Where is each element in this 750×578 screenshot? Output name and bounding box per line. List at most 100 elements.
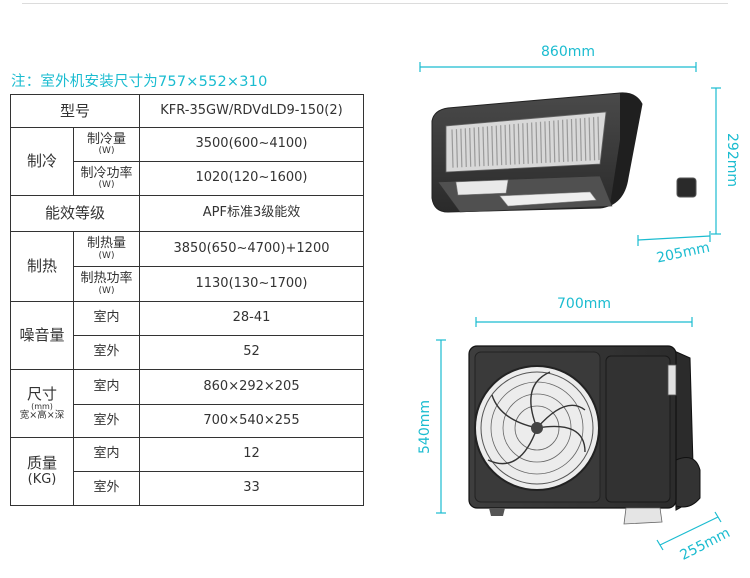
cooling-power-unit: (W) [98, 180, 115, 191]
outdoor-depth-label: 255mm [677, 525, 732, 564]
grille-slat [495, 125, 498, 166]
size-indoor-value: 860×292×205 [139, 369, 364, 405]
cooling-capacity-value: 3500(600~4100) [139, 127, 364, 162]
row-noise-outdoor: 室外 52 [11, 335, 364, 370]
grille-slat [508, 124, 512, 165]
size-label: 尺寸 [26, 384, 57, 403]
row-noise-indoor: 噪音量 室内 28-41 [10, 301, 364, 370]
grille-slat [482, 126, 485, 167]
outdoor-height-dimension: 540mm [417, 339, 446, 514]
model-value: KFR-35GW/RDVdLD9-150(2) [139, 94, 364, 128]
indoor-height-label: 292mm [724, 133, 740, 187]
row-cooling-power: 制冷功率 (W) 1020(120~1600) [11, 161, 364, 196]
row-model: 型号 KFR-35GW/RDVdLD9-150(2) [10, 94, 364, 128]
cooling-capacity-unit: (W) [98, 146, 115, 157]
weight-indoor-label: 室内 [73, 437, 140, 472]
grille-slat [588, 117, 591, 161]
heating-capacity-unit: (W) [98, 250, 115, 261]
weight-outdoor-label: 室外 [73, 471, 140, 506]
heating-capacity-value: 3850(650~4700)+1200 [139, 231, 364, 267]
cooling-capacity-label: 制冷量 [86, 131, 126, 147]
grille-slat [473, 127, 476, 167]
heating-label: 制热 [10, 231, 74, 302]
spec-table: 型号 KFR-35GW/RDVdLD9-150(2) 制冷 制冷量 (W) 35… [10, 94, 364, 506]
row-size-outdoor: 室外 700×540×255 [11, 404, 364, 438]
indoor-depth-dimension: 205mm [637, 231, 711, 267]
grille-slat [455, 129, 459, 168]
grille-slat [553, 120, 556, 163]
heating-capacity-label: 制热量 [86, 236, 126, 252]
cooling-capacity-cell: 制冷量 (W) [73, 127, 140, 162]
row-efficiency: 能效等级 APF标准3级能效 [10, 195, 364, 232]
grille-slat [517, 123, 520, 165]
grille-slat [557, 120, 560, 163]
grille-slat [584, 117, 587, 161]
grille-slat [451, 129, 454, 168]
row-heating-capacity: 制热 制热量 (W) 3850(650~4700)+1200 [10, 231, 364, 302]
efficiency-value: APF标准3级能效 [139, 195, 364, 232]
grille-slat [477, 127, 481, 167]
row-size-indoor: 尺寸 (mm) 宽×高×深 室内 860×292×205 [10, 369, 364, 438]
indoor-width-label: 860mm [541, 44, 595, 60]
noise-label: 噪音量 [10, 301, 74, 370]
outdoor-unit-illustration [468, 345, 701, 525]
size-outdoor-value: 700×540×255 [139, 404, 364, 438]
grille-slat [469, 127, 472, 167]
weight-unit: (KG) [27, 471, 57, 487]
grille-slat [579, 118, 582, 162]
grille-slat [562, 119, 565, 162]
size-sub: 宽×高×深 [19, 409, 65, 421]
grille-slat [464, 128, 467, 168]
grille-slat [460, 128, 463, 168]
noise-outdoor-label: 室外 [73, 335, 140, 370]
size-unit: (mm) [31, 401, 53, 411]
grille-slat [575, 118, 578, 162]
heating-capacity-cell: 制热量 (W) [73, 231, 140, 267]
grille-slat [500, 125, 503, 166]
grille-slat [566, 119, 569, 162]
outdoor-depth-dimension: 255mm [656, 511, 733, 564]
heating-power-label: 制热功率 [80, 271, 133, 287]
heating-power-cell: 制热功率 (W) [73, 266, 140, 302]
grille-slat [592, 117, 596, 161]
grille-slat [513, 124, 516, 165]
grille-slat [570, 119, 574, 162]
size-outdoor-label: 室外 [73, 404, 140, 438]
top-divider [22, 3, 728, 4]
grille-slat [531, 122, 534, 164]
grille-slat [548, 120, 551, 163]
indoor-grille [451, 116, 600, 168]
row-weight-outdoor: 室外 33 [11, 471, 364, 506]
row-cooling-capacity: 制冷 制冷量 (W) 3500(600~4100) [10, 127, 364, 196]
size-indoor-label: 室内 [73, 369, 140, 405]
outdoor-width-dimension: 700mm [475, 296, 693, 327]
weight-outdoor-value: 33 [139, 471, 364, 506]
indoor-height-dimension: 292mm [711, 87, 740, 235]
outdoor-width-label: 700mm [557, 296, 611, 312]
heating-power-unit: (W) [98, 285, 115, 296]
size-label-cell: 尺寸 (mm) 宽×高×深 [10, 369, 74, 438]
indoor-unit-illustration [431, 92, 697, 213]
outdoor-height-label: 540mm [417, 400, 433, 454]
grille-slat [535, 122, 538, 164]
grille-slat [504, 124, 507, 165]
grille-slat [539, 121, 543, 164]
grille-slat [522, 123, 525, 165]
noise-indoor-label: 室内 [73, 301, 140, 336]
cooling-power-cell: 制冷功率 (W) [73, 161, 140, 196]
install-size-note: 注：室外机安装尺寸为757×552×310 [11, 74, 268, 90]
efficiency-label: 能效等级 [10, 195, 140, 232]
heating-power-value: 1130(130~1700) [139, 266, 364, 302]
indoor-width-dimension: 860mm [419, 44, 697, 72]
model-label: 型号 [10, 94, 140, 128]
grille-slat [597, 116, 600, 161]
cooling-power-label: 制冷功率 [80, 165, 133, 181]
grille-slat [526, 122, 529, 164]
grille-slat [486, 126, 489, 166]
grille-slat [491, 125, 494, 166]
row-heating-power: 制热功率 (W) 1130(130~1700) [11, 266, 364, 302]
weight-label: 质量 [26, 454, 57, 473]
grille-slat [544, 121, 547, 163]
indoor-depth-label: 205mm [655, 240, 711, 267]
